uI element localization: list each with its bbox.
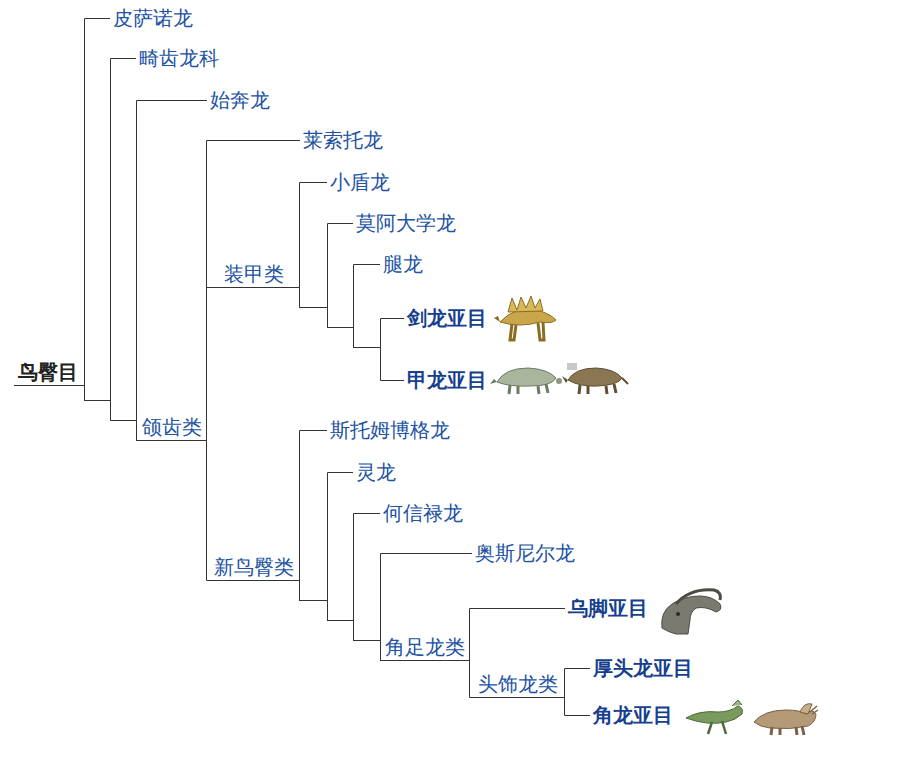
taxon-label: 乌脚亚目 — [565, 596, 648, 620]
taxon-label: 灵龙 — [353, 460, 396, 484]
taxon-name: 乌脚亚目 — [568, 596, 648, 620]
clade-label: 头饰龙类 — [470, 672, 565, 698]
clade-label: 新鸟臀类 — [207, 555, 300, 581]
tree-branch — [300, 224, 354, 308]
taxon-name: 腿龙 — [383, 252, 423, 276]
taxon-label: 腿龙 — [380, 252, 423, 276]
tree-branch — [300, 473, 354, 601]
tree-branch — [300, 265, 381, 328]
tree-branch — [300, 288, 405, 348]
tree-branch — [300, 581, 381, 661]
taxon-name: 新鸟臀类 — [214, 555, 294, 579]
stegosaur-figure — [494, 296, 556, 340]
taxon-name: 莫阿大学龙 — [356, 211, 456, 235]
ceratopsian-figure — [686, 700, 743, 734]
taxon-name: 皮萨诺龙 — [113, 6, 193, 30]
root-label: 鸟臀目 — [14, 360, 85, 386]
taxon-name: 颌齿类 — [142, 415, 202, 439]
taxon-label: 甲龙亚目 — [404, 368, 487, 392]
tree-branch — [565, 669, 591, 698]
taxon-name: 角足龙类 — [385, 635, 465, 659]
tree-branch — [565, 698, 591, 716]
taxon-label: 莱索托龙 — [300, 128, 383, 152]
tree-branch — [85, 59, 137, 401]
taxon-name: 甲龙亚目 — [407, 368, 487, 392]
taxon-name: 角龙亚目 — [593, 703, 673, 727]
clade-label: 颌齿类 — [136, 415, 207, 441]
taxon-label: 皮萨诺龙 — [110, 6, 193, 30]
taxon-label: 何信禄龙 — [380, 501, 463, 525]
taxon-name: 始奔龙 — [210, 88, 270, 112]
taxon-label: 始奔龙 — [207, 88, 270, 112]
tree-branch — [85, 101, 208, 421]
taxon-label: 小盾龙 — [327, 170, 390, 194]
taxon-label: 剑龙亚目 — [404, 306, 487, 330]
clade-label: 角足龙类 — [380, 635, 470, 661]
taxon-name: 装甲类 — [224, 262, 284, 286]
taxon-label: 莫阿大学龙 — [353, 211, 456, 235]
taxon-name: 厚头龙亚目 — [593, 656, 693, 680]
ankylosaur-figure — [490, 368, 562, 394]
ceratopsian-figure — [754, 704, 818, 735]
tree-branch — [470, 609, 566, 661]
taxon-name: 奥斯尼尔龙 — [475, 541, 575, 565]
tree-branch — [206, 288, 208, 441]
taxon-name: 鸟臀目 — [18, 360, 78, 384]
taxon-name: 斯托姆博格龙 — [330, 418, 450, 442]
taxon-label: 奥斯尼尔龙 — [472, 541, 575, 565]
taxon-name: 何信禄龙 — [383, 501, 463, 525]
tree-branch — [300, 554, 473, 641]
tree-branch — [300, 288, 405, 381]
taxon-label: 畸齿龙科 — [136, 46, 219, 70]
taxon-name: 小盾龙 — [330, 170, 390, 194]
tree-branch — [85, 19, 111, 386]
taxon-label: 斯托姆博格龙 — [327, 418, 450, 442]
taxon-label: 角龙亚目 — [590, 703, 673, 727]
clade-label: 装甲类 — [207, 262, 300, 288]
tree-branch — [207, 141, 301, 441]
taxon-name: 莱索托龙 — [303, 128, 383, 152]
taxon-name: 灵龙 — [356, 460, 396, 484]
tree-branch — [300, 431, 328, 581]
taxon-name: 头饰龙类 — [478, 672, 558, 696]
tree-branch — [300, 183, 328, 288]
taxon-name: 剑龙亚目 — [407, 306, 487, 330]
hadrosaur-head-figure — [662, 590, 721, 634]
taxon-name: 畸齿龙科 — [139, 46, 219, 70]
taxon-label: 厚头龙亚目 — [590, 656, 693, 680]
ankylosaur-figure — [562, 363, 628, 394]
tree-branch — [85, 386, 137, 441]
tree-branch — [300, 514, 381, 621]
